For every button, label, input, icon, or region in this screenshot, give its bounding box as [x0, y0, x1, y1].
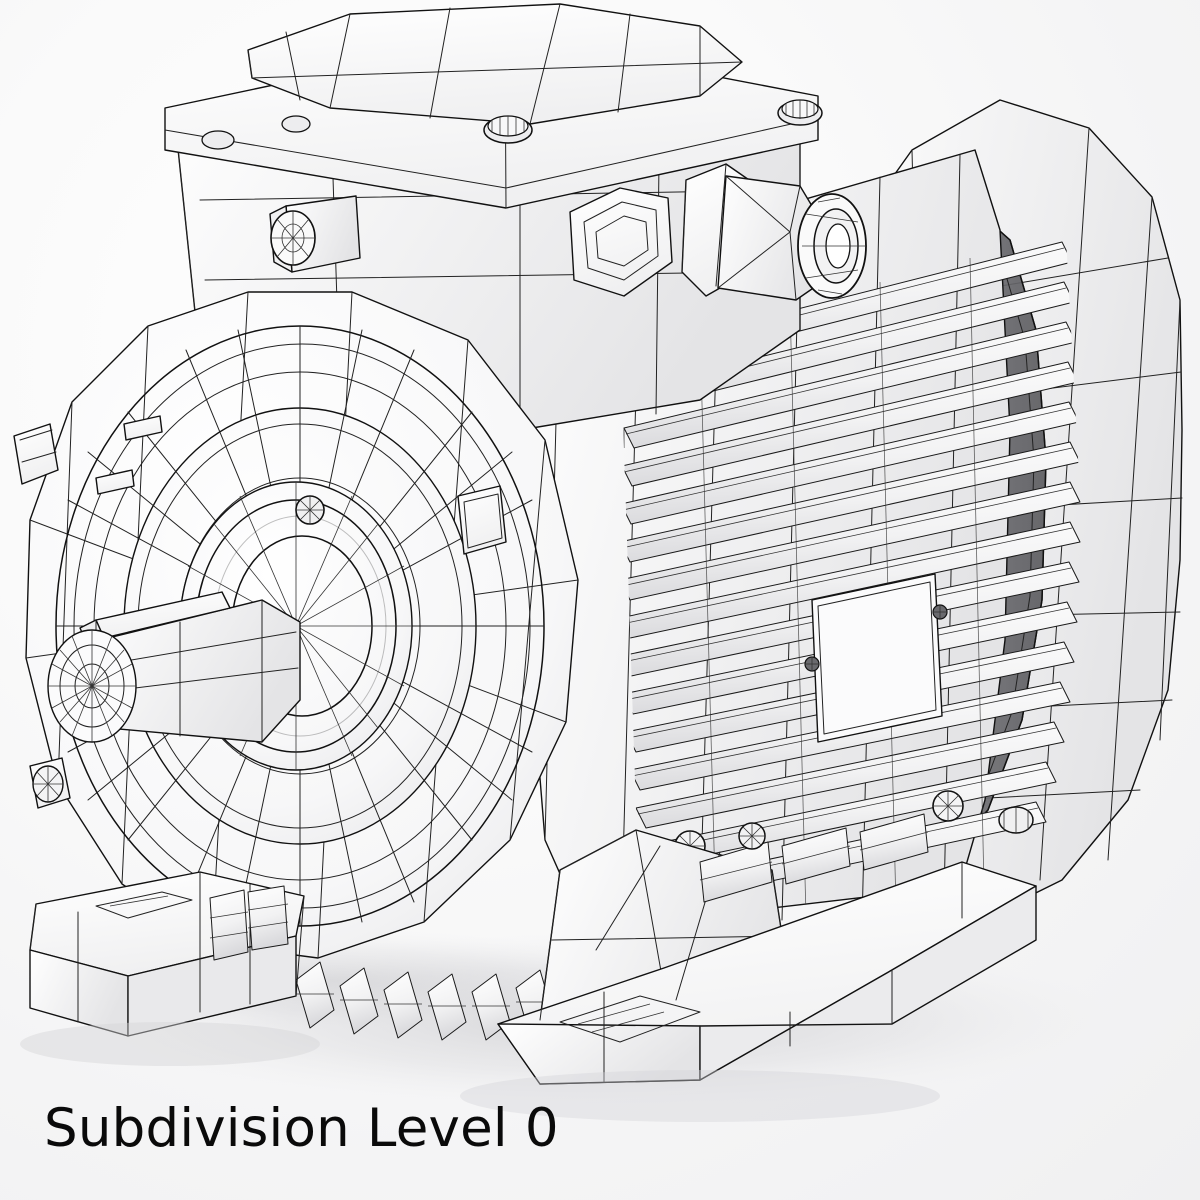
front-flange-disc — [13, 291, 579, 959]
flange-boss — [457, 485, 507, 555]
foot-contact-shadow — [20, 1022, 940, 1122]
housing-screw — [738, 822, 766, 850]
mounting-foot-front — [29, 871, 305, 1037]
lid-bolt — [281, 115, 311, 133]
hub-screw — [295, 495, 325, 525]
terminal-box-lid — [164, 3, 823, 209]
flange-bolt — [932, 790, 964, 822]
hex-boss — [569, 187, 673, 297]
lid-bolt — [483, 115, 533, 144]
flange-lug — [29, 757, 71, 809]
cable-gland — [269, 195, 361, 273]
terminal-box — [164, 3, 867, 431]
lid-bolt — [201, 130, 235, 150]
flange-lug — [13, 423, 59, 485]
mounting-foot-rear — [497, 813, 1037, 1085]
flange-bolt — [998, 806, 1034, 834]
flange-tab — [95, 415, 163, 495]
lid-bolt — [777, 99, 823, 126]
subdivision-level-caption: Subdivision Level 0 — [44, 1098, 559, 1159]
lifting-eyebolt — [681, 163, 867, 301]
drive-shaft — [47, 591, 301, 743]
nameplate — [804, 573, 948, 743]
